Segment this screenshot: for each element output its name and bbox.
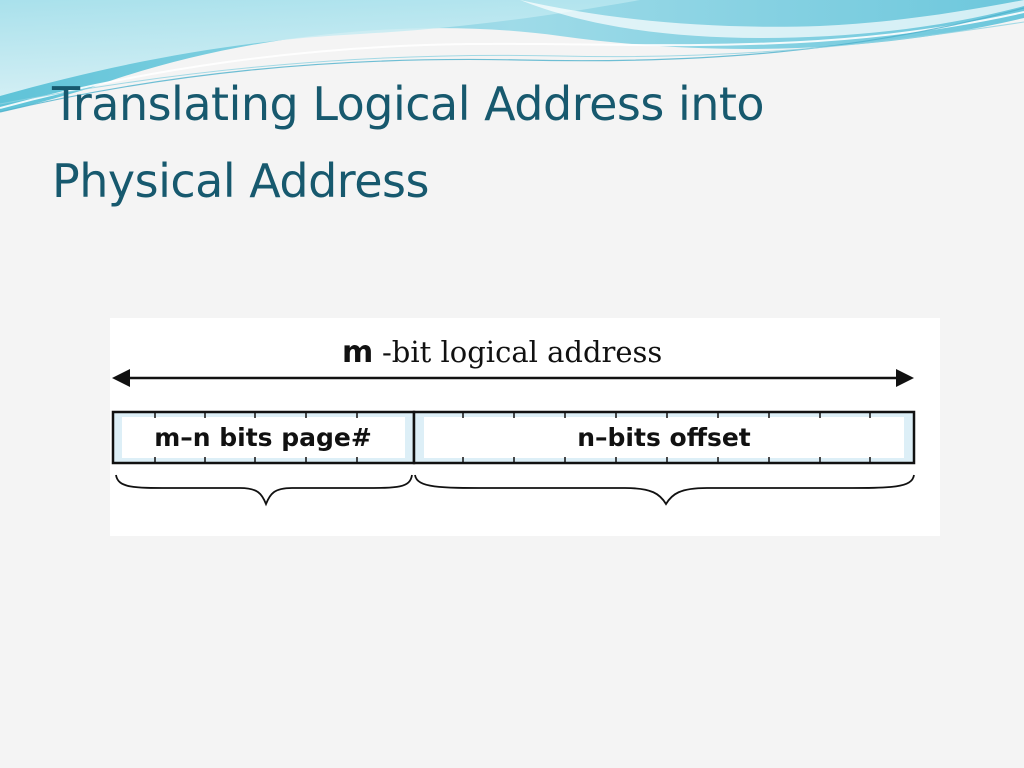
offset-brace bbox=[414, 474, 915, 506]
offset-field-inner bbox=[424, 417, 904, 458]
arrow-head-right bbox=[896, 369, 914, 387]
page-number-field-inner bbox=[122, 417, 405, 458]
slide-title: Translating Logical Address into Physica… bbox=[52, 66, 952, 220]
page-number-brace bbox=[115, 474, 413, 507]
offset-field-label: n–bits offset bbox=[577, 423, 751, 452]
top-label-rest: -bit logical address bbox=[382, 335, 662, 369]
wave-white-swoosh bbox=[520, 0, 1024, 38]
wave-line-1 bbox=[0, 7, 1024, 113]
title-line-1: Translating Logical Address into bbox=[52, 77, 765, 131]
wave-line-2 bbox=[0, 21, 1024, 105]
top-label-m: m bbox=[342, 335, 373, 370]
wave-band-front bbox=[0, 0, 640, 96]
wave-highlight bbox=[0, 11, 1024, 109]
header-wave-decoration bbox=[0, 0, 1024, 113]
title-line-2: Physical Address bbox=[52, 154, 429, 208]
arrow-head-left bbox=[112, 369, 130, 387]
page-number-field-label: m–n bits page# bbox=[154, 423, 372, 452]
bit-tick-marks bbox=[154, 412, 871, 463]
address-format-diagram: m -bit logical address bbox=[110, 318, 940, 536]
